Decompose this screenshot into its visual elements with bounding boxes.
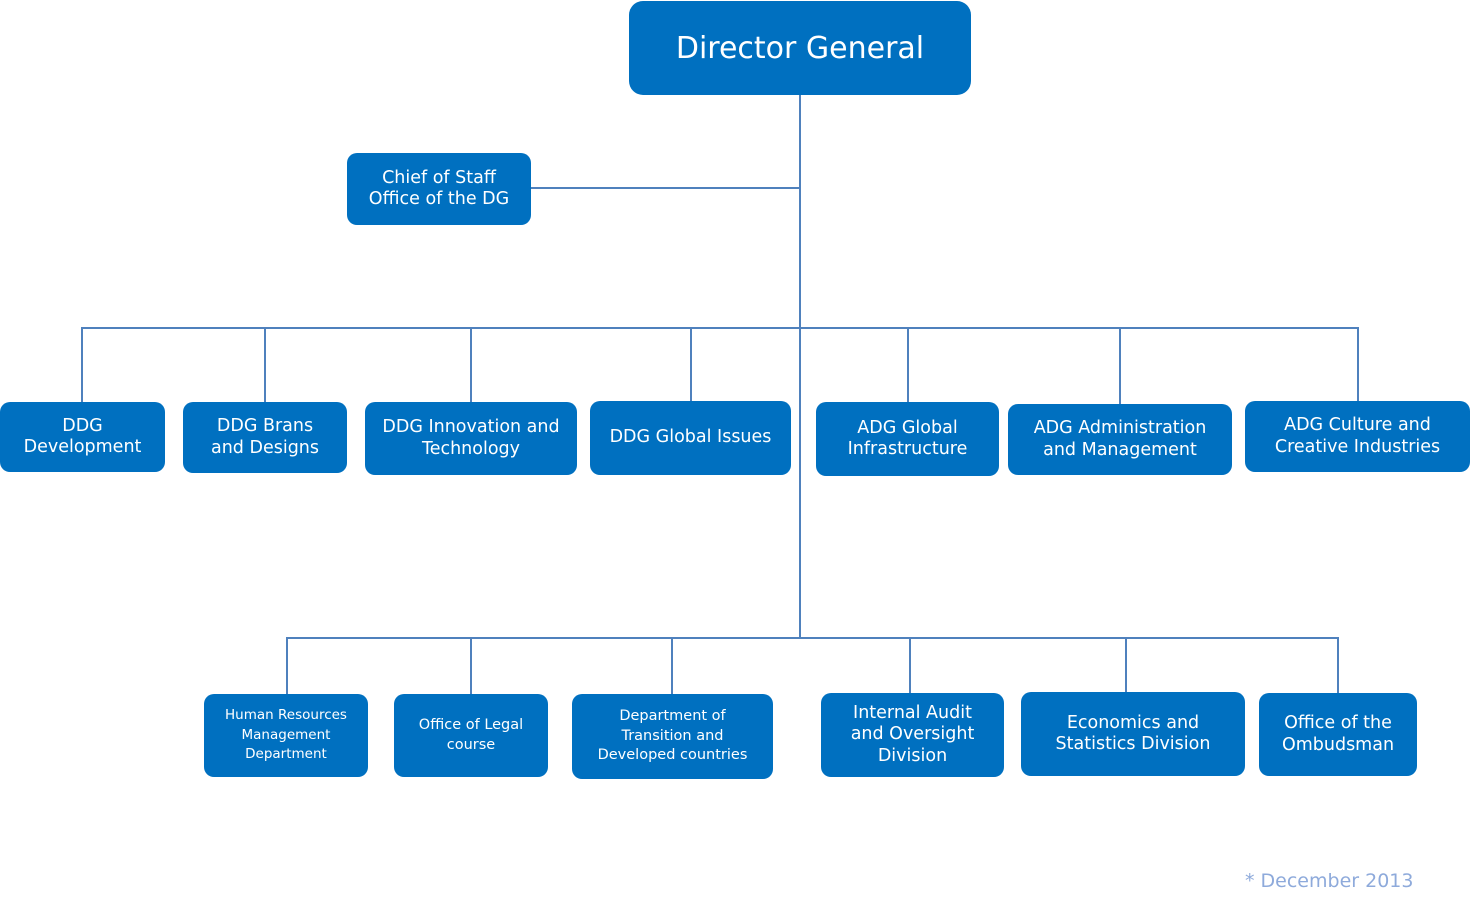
deputy-label: ADG Culture and Creative Industries [1274,415,1441,457]
connector-deputy-5 [907,328,909,403]
office-box-human-resources: Human Resources Management Department [204,694,368,777]
connector-chief-of-staff [530,187,800,189]
office-label: Human Resources Management Department [225,707,347,763]
deputy-box-ddg-development: DDG Development [0,402,165,472]
connector-office-6 [1337,638,1339,694]
deputy-label: DDG Brans and Designs [210,416,320,458]
deputy-label: DDG Global Issues [609,427,772,448]
connector-office-2 [470,638,472,695]
office-label: Internal Audit and Oversight Division [850,702,975,766]
connector-office-5 [1125,638,1127,693]
chief-of-staff-label: Chief of Staff Office of the DG [368,167,510,209]
deputy-box-adg-culture-creative-industries: ADG Culture and Creative Industries [1245,401,1470,472]
connector-offices-bar [286,637,1339,639]
deputy-label: ADG Administration and Management [1033,418,1207,460]
connector-dg-trunk [799,94,801,638]
connector-deputy-2 [264,328,266,403]
connector-deputy-6 [1119,328,1121,405]
connector-deputy-7 [1357,328,1359,402]
office-box-legal-course: Office of Legal course [394,694,548,777]
connector-deputy-1 [81,328,83,403]
office-label: Office of Legal course [418,716,524,753]
office-label: Economics and Statistics Division [1055,712,1211,754]
office-box-transition-developed-countries: Department of Transition and Developed c… [572,694,773,779]
deputy-box-adg-administration-management: ADG Administration and Management [1008,404,1232,475]
office-box-internal-audit-oversight: Internal Audit and Oversight Division [821,693,1004,777]
office-box-ombudsman: Office of the Ombudsman [1259,693,1417,776]
deputy-label: ADG Global Infrastructure [847,417,968,459]
deputy-label: DDG Innovation and Technology [382,417,560,459]
connector-office-3 [671,638,673,695]
deputy-box-ddg-global-issues: DDG Global Issues [590,401,791,475]
office-label: Office of the Ombudsman [1281,713,1395,755]
connector-deputies-bar [81,327,1359,329]
chief-of-staff-box: Chief of Staff Office of the DG [347,153,531,225]
date-footnote: * December 2013 [1245,870,1414,892]
director-general-label: Director General [675,30,925,66]
deputy-box-ddg-innovation-technology: DDG Innovation and Technology [365,402,577,475]
deputy-box-ddg-brans-designs: DDG Brans and Designs [183,402,347,473]
connector-office-1 [286,638,288,695]
connector-deputy-3 [470,328,472,403]
office-box-economics-statistics: Economics and Statistics Division [1021,692,1245,776]
deputy-label: DDG Development [23,415,142,457]
deputy-box-adg-global-infrastructure: ADG Global Infrastructure [816,402,999,476]
connector-office-4 [909,638,911,694]
director-general-box: Director General [629,1,971,95]
office-label: Department of Transition and Developed c… [597,708,748,764]
connector-deputy-4 [690,328,692,402]
